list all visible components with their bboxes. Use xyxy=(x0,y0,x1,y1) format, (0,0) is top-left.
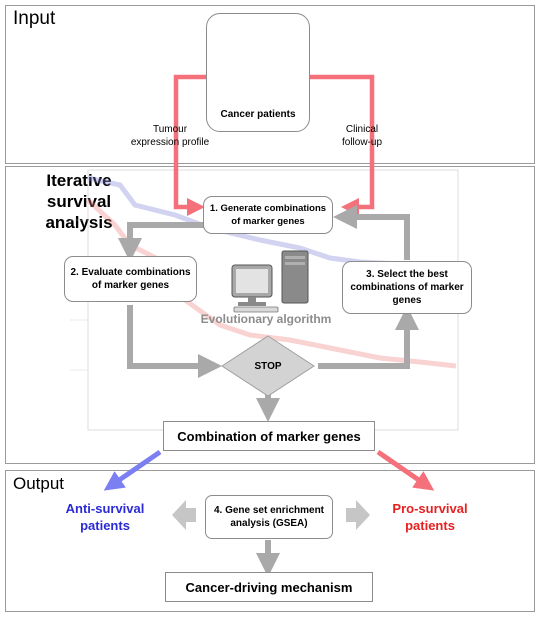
cancer-driving-mechanism-box: Cancer-driving mechanism xyxy=(165,572,373,602)
input-arrows xyxy=(173,74,375,216)
tumour-expression-label: Tumour expression profile xyxy=(130,124,210,148)
step3-select-box: 3. Select the best combinations of marke… xyxy=(342,261,472,314)
gsea-left-arrow xyxy=(172,500,196,530)
iterative-panel-title: Iterative survival analysis xyxy=(45,171,113,232)
pro-survival-label: Pro-survival patients xyxy=(392,501,468,533)
desktop-computer-icon xyxy=(231,250,309,313)
loop-arrows xyxy=(118,205,419,422)
stop-label: STOP xyxy=(254,361,282,372)
step4-gsea-box: 4. Gene set enrichment analysis (GSEA) xyxy=(205,495,333,539)
anti-survival-label: Anti-survival patients xyxy=(65,501,145,533)
cancer-patients-box: Cancer patients xyxy=(206,13,310,132)
pro-survival-arrow xyxy=(376,449,435,491)
step2-evaluate-box: 2. Evaluate combinations of marker genes xyxy=(64,256,197,302)
clinical-follow-up-label: Clinical follow-up xyxy=(341,124,383,148)
cancer-patients-label: Cancer patients xyxy=(220,109,296,120)
anti-survival-arrow xyxy=(103,449,162,491)
combination-result-box: Combination of marker genes xyxy=(163,421,375,451)
input-panel-title: Input xyxy=(13,8,56,29)
output-panel-title: Output xyxy=(13,474,65,493)
step1-generate-box: 1. Generate combinations of marker genes xyxy=(203,196,333,234)
gsea-right-arrow xyxy=(346,500,370,530)
stop-diamond xyxy=(221,335,315,397)
evolutionary-algorithm-label: Evolutionary algorithm xyxy=(200,312,332,326)
